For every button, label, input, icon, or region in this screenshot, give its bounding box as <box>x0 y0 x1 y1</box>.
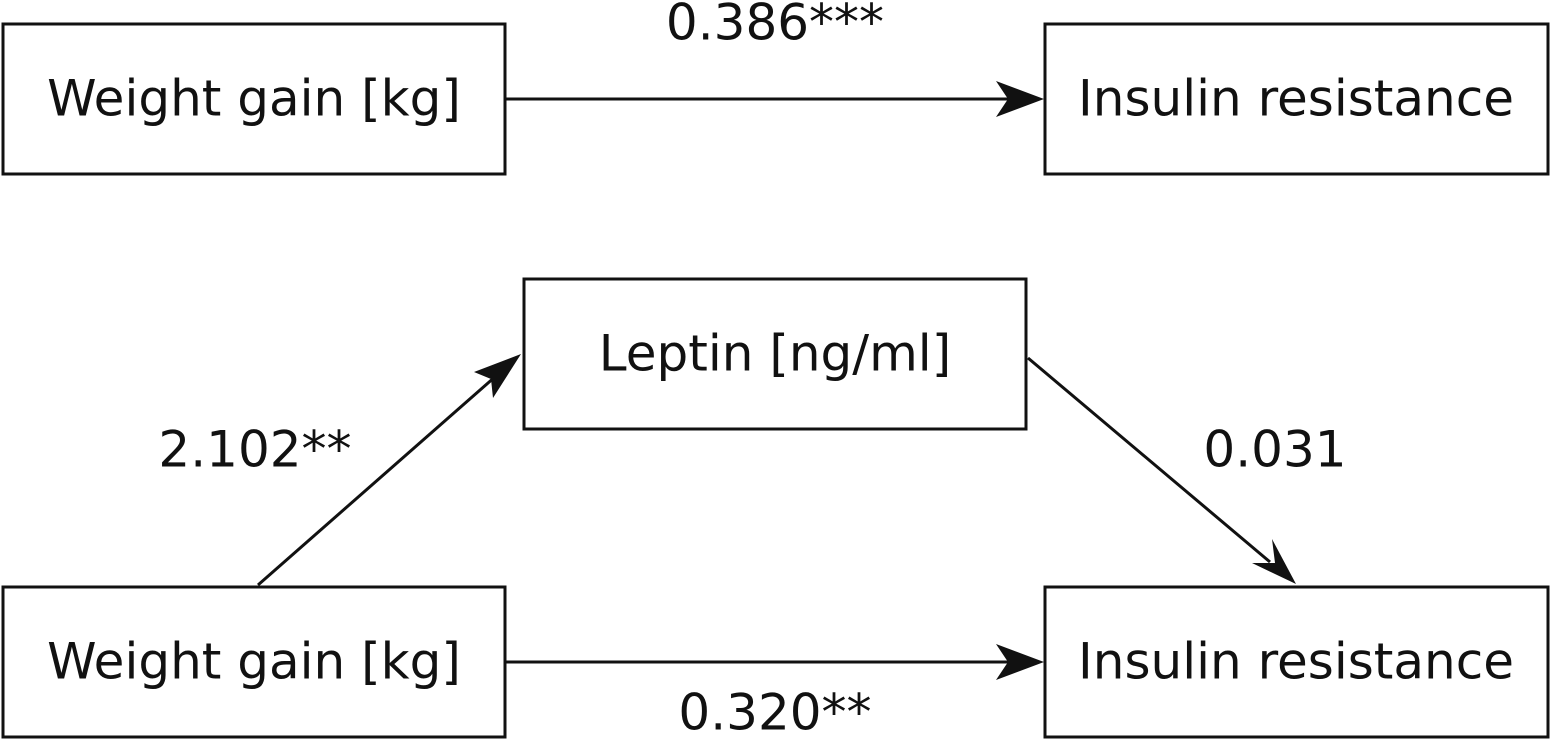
box-top-weight-gain-label: Weight gain [kg] <box>47 70 461 128</box>
box-bottom-weight-gain: Weight gain [kg] <box>1 585 507 739</box>
box-top-insulin-resistance: Insulin resistance <box>1043 22 1550 176</box>
box-bottom-insulin-resistance: Insulin resistance <box>1043 585 1550 739</box>
arrow-direct-effect <box>506 644 1044 680</box>
box-top-insulin-resistance-label: Insulin resistance <box>1078 70 1514 128</box>
box-top-weight-gain: Weight gain [kg] <box>1 22 507 176</box>
coef-total-effect: 0.386*** <box>666 0 884 52</box>
coef-path-b: 0.031 <box>1203 421 1346 479</box>
arrow-path-b <box>1027 356 1296 584</box>
box-leptin: Leptin [ng/ml] <box>522 277 1028 431</box>
box-bottom-insulin-resistance-label: Insulin resistance <box>1078 633 1514 691</box>
arrow-top-total-effect <box>506 81 1044 117</box>
box-leptin-label: Leptin [ng/ml] <box>599 325 951 383</box>
box-bottom-weight-gain-label: Weight gain [kg] <box>47 633 461 691</box>
arrow-path-a <box>257 354 521 587</box>
coef-direct-effect: 0.320** <box>678 684 871 740</box>
coef-path-a: 2.102** <box>158 421 351 479</box>
